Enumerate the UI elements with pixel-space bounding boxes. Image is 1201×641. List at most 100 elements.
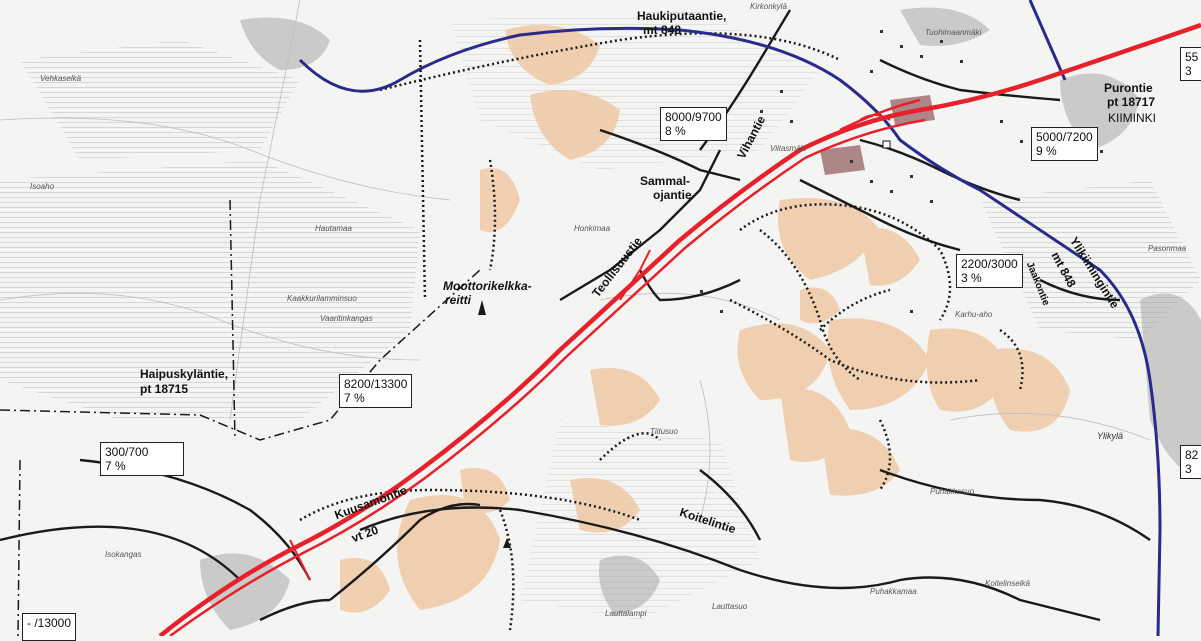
main-road-north xyxy=(1028,0,1067,81)
traffic-box-8200: 8200/13300 7 % xyxy=(339,374,413,408)
marsh-area xyxy=(0,160,420,420)
label-kiiminki: KIIMINKI xyxy=(1108,111,1157,125)
lake xyxy=(900,7,990,46)
traffic-share: 7 % xyxy=(105,459,126,473)
zone xyxy=(800,287,840,324)
label-haukipudas-number: mt 848 xyxy=(643,23,682,37)
place-ylikyla: Ylikylä xyxy=(1097,431,1124,441)
zone xyxy=(860,228,920,286)
traffic-share: 9 % xyxy=(1036,144,1057,158)
zone xyxy=(570,478,640,533)
road-misc xyxy=(259,598,331,622)
road-kiiminki-c xyxy=(799,178,961,252)
traffic-volume: 55 xyxy=(1185,50,1199,64)
traffic-box-13000: - /13000 xyxy=(22,613,77,641)
lake xyxy=(240,17,330,70)
traffic-volume: - /13000 xyxy=(27,616,72,630)
place-kirkonkyla: Kirkonkylä xyxy=(750,2,787,11)
traffic-volume: 2200/3000 xyxy=(961,257,1018,271)
zone xyxy=(926,328,1010,412)
road-misc xyxy=(699,469,762,541)
place-vehkaselka: Vehkaselkä xyxy=(40,74,82,83)
zone xyxy=(989,348,1070,432)
traffic-volume: 300/700 xyxy=(105,445,149,459)
place-isoaho: Isoaho xyxy=(30,182,55,191)
zone xyxy=(820,428,900,496)
zone xyxy=(778,198,880,280)
traffic-box-300: 300/700 7 % xyxy=(100,442,184,476)
place-vaaritinkangas: Vaaritinkangas xyxy=(320,314,373,323)
place-honkimaa: Honkimaa xyxy=(574,224,611,233)
place-puhakkamaa: Puhakkamaa xyxy=(870,587,917,596)
road-teollisuustie xyxy=(559,149,722,302)
place-puhakkasuo: Puhakkasuo xyxy=(930,487,975,496)
place-karhu-aho: Karhu-aho xyxy=(955,310,993,319)
planning-zones xyxy=(340,25,1070,613)
zone xyxy=(505,25,600,85)
zone xyxy=(460,468,510,514)
label-snowmobile-1: Moottorikelkka- xyxy=(443,279,532,293)
place-koitelinselka: Koitelinselkä xyxy=(985,579,1030,588)
traffic-share: 3 xyxy=(1185,462,1192,476)
road-koitelin xyxy=(359,506,1101,622)
traffic-share: 8 % xyxy=(665,124,686,138)
traffic-volume: 8200/13300 xyxy=(344,377,408,391)
local-roads xyxy=(0,9,1151,622)
zone xyxy=(827,318,930,410)
traffic-share: 3 xyxy=(1185,64,1192,78)
place-tuohimaanmaki: Tuohimaanmäki xyxy=(925,28,982,37)
place-hautamaa: Hautamaa xyxy=(315,224,352,233)
road-sammal xyxy=(599,128,741,182)
motorway-vt20 xyxy=(158,22,1201,636)
traffic-box-8000: 8000/9700 8 % xyxy=(660,107,727,141)
zone xyxy=(397,495,500,610)
road-south xyxy=(329,502,481,601)
label-haipus-1: Haipuskyläntie, xyxy=(140,367,229,381)
label-purontie-number: pt 18717 xyxy=(1107,95,1156,109)
traffic-box-5000: 5000/7200 9 % xyxy=(1031,127,1098,161)
lake xyxy=(1140,293,1201,480)
planned-paths xyxy=(299,32,1024,631)
zone xyxy=(590,368,660,426)
traffic-volume: 82 xyxy=(1185,448,1199,462)
place-isokangas: Isokangas xyxy=(105,550,142,559)
water-areas xyxy=(200,7,1201,630)
place-pasonmaa: Pasonmaa xyxy=(1148,244,1187,253)
traffic-box-82: 82 3 xyxy=(1180,445,1201,479)
road-east xyxy=(879,468,1151,541)
label-snowmobile-2: reitti xyxy=(445,293,472,307)
label-haukipudas: Haukiputaantie, xyxy=(637,9,727,23)
road-kiiminki-a xyxy=(879,58,1061,102)
junction-marker xyxy=(882,140,891,149)
traffic-volume: 8000/9700 xyxy=(665,110,722,124)
main-road-mt848 xyxy=(298,26,1162,636)
buildings xyxy=(700,30,1103,313)
zone xyxy=(480,168,520,232)
arrow-icon xyxy=(503,538,511,548)
traffic-share: 7 % xyxy=(344,391,365,405)
traffic-box-55: 55 3 xyxy=(1180,47,1201,81)
label-haipus-2: pt 18715 xyxy=(140,382,189,396)
terrain-lines xyxy=(0,0,1151,521)
place-lauttasuo: Lauttasuo xyxy=(712,602,748,611)
label-purontie: Purontie xyxy=(1104,81,1153,95)
road-misc xyxy=(1039,278,1121,302)
traffic-share: 3 % xyxy=(961,271,982,285)
zone xyxy=(737,323,830,400)
zone-dark xyxy=(820,145,865,175)
zone xyxy=(340,558,390,613)
zone xyxy=(530,90,620,160)
arrow-icon xyxy=(478,300,486,315)
label-sammal-2: ojantie xyxy=(653,188,692,202)
boundary-line xyxy=(0,199,481,636)
label-sammal-1: Sammal- xyxy=(640,174,691,188)
traffic-volume: 5000/7200 xyxy=(1036,130,1093,144)
lake xyxy=(599,555,660,615)
road-west xyxy=(0,525,241,581)
marsh-area xyxy=(20,40,300,160)
place-lauttalampi: Lauttalampi xyxy=(605,609,647,618)
traffic-box-2200: 2200/3000 3 % xyxy=(956,254,1023,288)
place-viitasmaki: Viitasmäki xyxy=(770,144,807,153)
place-tiitusuo: Tiitusuo xyxy=(650,427,678,436)
